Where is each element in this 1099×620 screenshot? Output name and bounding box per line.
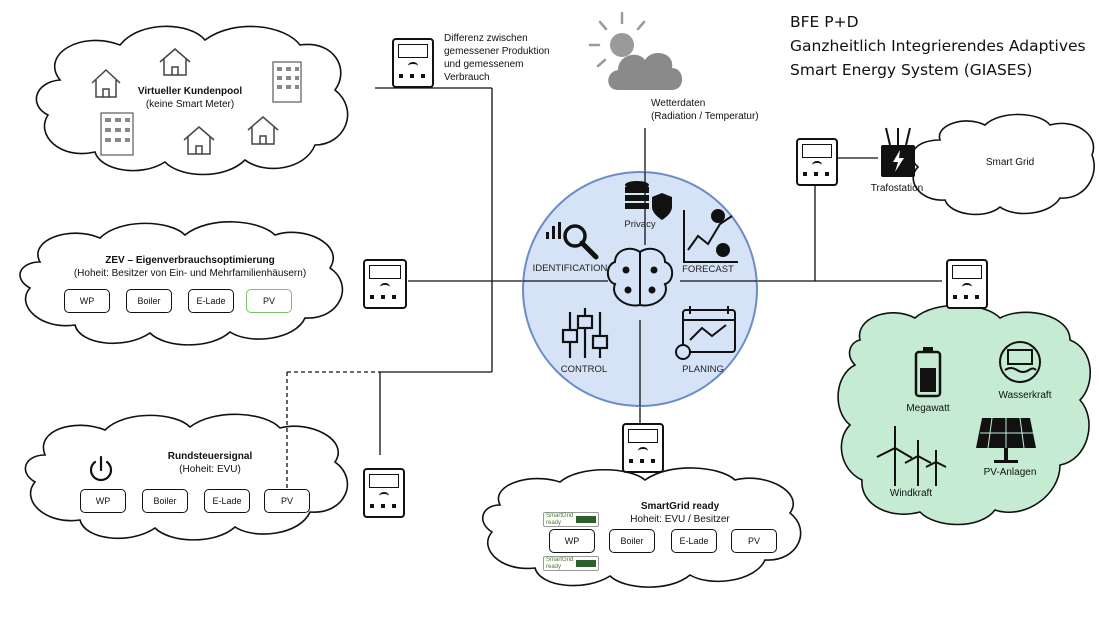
weather-label-line-2: (Radiation / Temperatur)	[651, 111, 759, 122]
smartgrid-label: Smart Grid	[985, 157, 1035, 168]
badge-text-1: SmartGrid	[546, 557, 574, 563]
weather-label-line-1: Wetterdaten	[651, 98, 706, 109]
cloud-zev	[19, 221, 344, 346]
sgready-chip-wp: WP	[549, 529, 595, 553]
building-windows	[105, 67, 299, 142]
brain-icon	[606, 247, 674, 307]
ripple-chip-elade: E-Lade	[204, 489, 250, 513]
planning-calendar-icon	[675, 306, 736, 360]
cloud-smartgrid	[911, 113, 1095, 216]
control-sliders-icon	[561, 308, 609, 358]
meter-note-line-3: und gemessenem	[444, 59, 524, 70]
pool-title: Virtueller Kundenpool	[137, 86, 243, 97]
privacy-label: Privacy	[624, 219, 656, 230]
ripple-chip-pv: PV	[264, 489, 310, 513]
meter-note-line-2: gemessener Produktion	[444, 46, 550, 57]
meter-note-line-1: Differenz zwischen	[444, 33, 528, 44]
sgready-chip-elade: E-Lade	[671, 529, 717, 553]
sgready-chip-boiler: Boiler	[609, 529, 655, 553]
smart-meter-icon	[392, 38, 434, 88]
forecast-label: FORECAST	[682, 264, 734, 275]
hydro-plant-icon	[999, 341, 1041, 383]
megawatt-label: Megawatt	[906, 403, 950, 414]
sgready-title: SmartGrid ready	[640, 501, 720, 512]
title-line-3: Smart Energy System (GIASES)	[790, 61, 1033, 79]
cloud-sgready	[481, 467, 802, 588]
battery-icon	[914, 347, 942, 398]
database-icon	[625, 181, 649, 209]
sgready-subtitle: Hoheit: EVU / Besitzer	[630, 514, 730, 525]
zev-chip-boiler: Boiler	[126, 289, 172, 313]
house-icon	[91, 48, 279, 155]
zev-title: ZEV – Eigenverbrauchsoptimierung	[105, 255, 275, 266]
smart-meter-icon	[796, 138, 838, 186]
windkraft-label: Windkraft	[889, 488, 933, 499]
zev-chip-wp: WP	[64, 289, 110, 313]
cloud-kundenpool	[35, 25, 349, 176]
zev-chip-pv: PV	[246, 289, 292, 313]
zev-subtitle: (Hoheit: Besitzer von Ein- und Mehrfamil…	[73, 268, 307, 279]
control-label: CONTROL	[560, 364, 608, 375]
badge-text-1: SmartGrid	[546, 513, 574, 519]
ripple-subtitle: (Hoheit: EVU)	[179, 464, 241, 475]
sun-cloud-icon	[588, 11, 683, 90]
smart-meter-icon	[946, 259, 988, 309]
trafo-label: Trafostation	[870, 183, 924, 194]
smart-meter-icon	[622, 423, 664, 473]
cloud-rundsteuer	[24, 413, 349, 541]
ripple-chip-boiler: Boiler	[142, 489, 188, 513]
sgready-chip-pv: PV	[731, 529, 777, 553]
cloud-production	[837, 304, 1091, 526]
meter-note-line-4: Verbrauch	[444, 72, 490, 83]
title-line-1: BFE P+D	[790, 13, 859, 31]
smart-meter-icon	[363, 468, 405, 518]
forecast-chart-icon	[683, 209, 738, 263]
trafo-icon	[881, 127, 915, 177]
pv-anlagen-label: PV-Anlagen	[983, 467, 1037, 478]
solar-grid	[980, 417, 1033, 449]
ripple-title: Rundsteuersignal	[167, 451, 253, 462]
smart-meter-icon	[363, 259, 407, 309]
zev-chip-elade: E-Lade	[188, 289, 234, 313]
analytics-search-icon	[546, 222, 599, 260]
pool-subtitle: (keine Smart Meter)	[145, 99, 235, 110]
identification-label: IDENTIFICATION	[532, 263, 608, 274]
wind-turbine-icon	[876, 426, 947, 486]
ripple-chip-wp: WP	[80, 489, 126, 513]
title-line-2: Ganzheitlich Integrierendes Adaptives	[790, 37, 1086, 55]
badge-text-2: ready	[546, 520, 562, 526]
power-icon	[89, 455, 113, 482]
building-icon	[100, 61, 302, 156]
badge-text-2: ready	[546, 564, 562, 570]
shield-icon	[652, 193, 672, 220]
planing-label: PLANING	[682, 364, 724, 375]
wasserkraft-label: Wasserkraft	[998, 390, 1052, 401]
